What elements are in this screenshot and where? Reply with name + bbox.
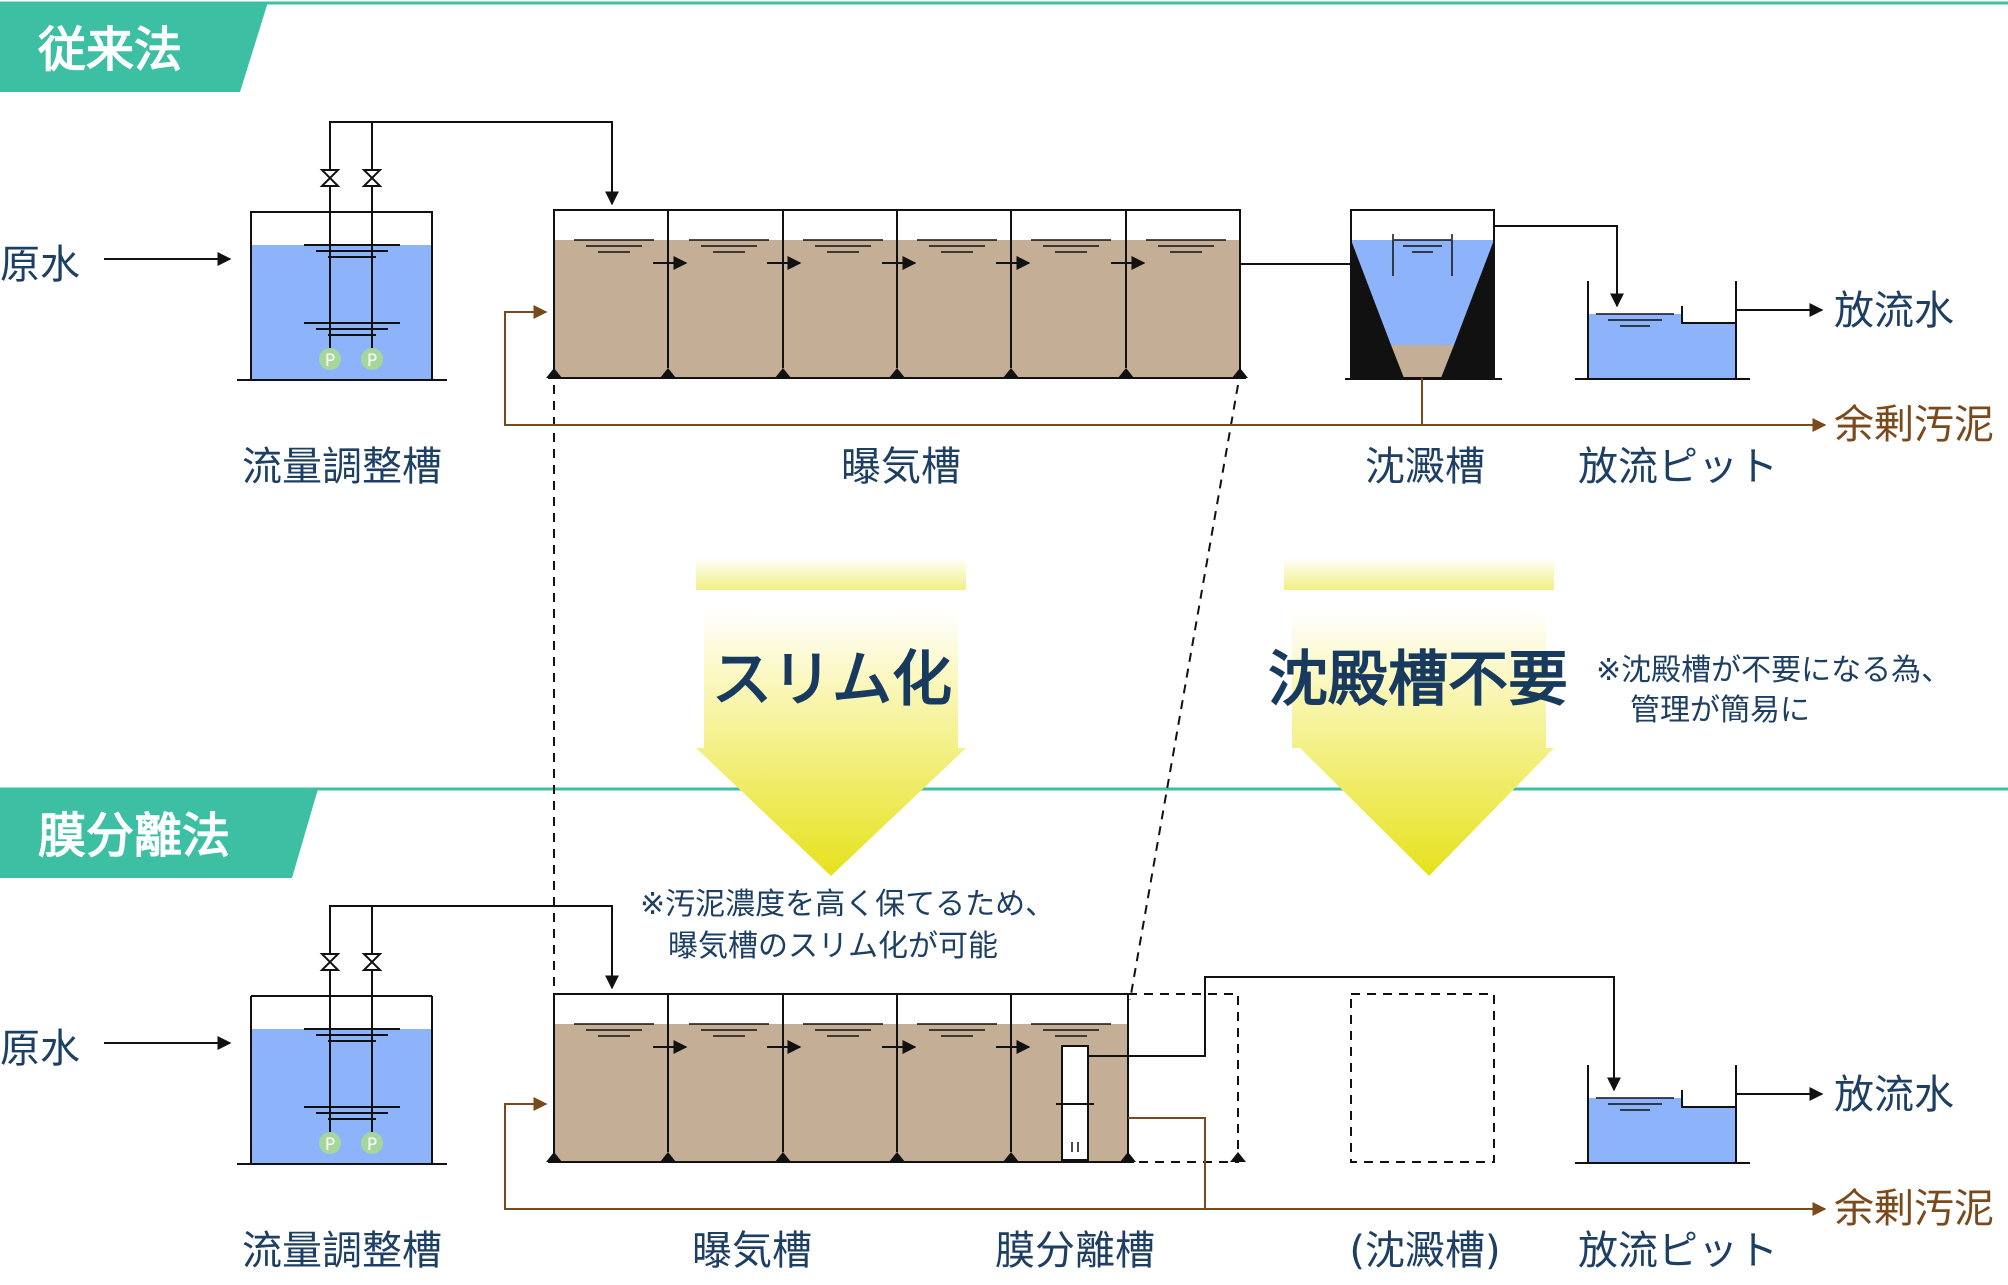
svg-text:P: P <box>325 1135 335 1155</box>
flow-adjustment-tank: P P <box>237 121 619 381</box>
excess-sludge-label: 余剰汚泥 <box>1834 402 1994 448</box>
sedimentation-note-line2: 管理が簡易に <box>1630 693 1810 728</box>
flow-adjustment-tank: P P <box>237 905 619 1165</box>
sludge-note-line2: 曝気槽のスリム化が可能 <box>668 929 998 964</box>
flow-adjustment-label: 流量調整槽 <box>242 1228 442 1274</box>
aeration-tank <box>546 209 1248 379</box>
sludge-note-line1: ※汚泥濃度を高く保てるため、 <box>640 887 1055 922</box>
aeration-label: 曝気槽 <box>692 1228 812 1274</box>
valve-icon <box>319 953 383 971</box>
slim-callout: スリム化 <box>712 645 952 715</box>
aeration-label: 曝気槽 <box>841 444 961 490</box>
removed-aeration-section <box>1128 993 1239 1163</box>
membrane-module-icon <box>1056 1045 1094 1161</box>
slim-arrow <box>696 558 966 876</box>
discharge-pit-label: 放流ピット <box>1578 1228 1778 1274</box>
slimming-guide-lines <box>553 384 1239 1001</box>
sludge-return-line <box>504 1097 1827 1216</box>
discharge-pit-label: 放流ピット <box>1578 444 1778 490</box>
discharge-pit <box>1575 1065 1824 1164</box>
pump-icon: P P <box>319 1132 383 1155</box>
sludge-return-line <box>504 305 1827 432</box>
svg-text:P: P <box>367 351 377 371</box>
aeration-tank <box>546 976 1621 1163</box>
excess-sludge-label: 余剰汚泥 <box>1834 1186 1994 1232</box>
conventional-header-tab <box>0 2 268 92</box>
discharge-water-label: 放流水 <box>1834 1072 1954 1118</box>
pump-icon: P P <box>319 348 383 371</box>
discharge-water-label: 放流水 <box>1834 288 1954 334</box>
valve-icon <box>319 169 383 187</box>
removed-diffuser-icon <box>1230 1152 1246 1162</box>
sedimentation-label: 沈澱槽 <box>1365 444 1485 490</box>
membrane-header-tab <box>0 789 318 878</box>
no-sedimentation-arrow <box>1284 558 1554 876</box>
membrane-title: 膜分離法 <box>38 808 230 864</box>
membrane-process: 原水 P P <box>0 905 1994 1274</box>
sedimentation-tank <box>1345 209 1624 380</box>
membrane-tank-label: 膜分離槽 <box>995 1228 1155 1274</box>
removed-sedimentation-tank <box>1350 993 1495 1163</box>
svg-text:P: P <box>325 351 335 371</box>
conventional-title: 従来法 <box>37 22 182 78</box>
flow-adjustment-label: 流量調整槽 <box>242 444 442 490</box>
sedimentation-note-line1: ※沈殿槽が不要になる為、 <box>1596 653 1951 688</box>
no-sedimentation-callout: 沈殿槽不要 <box>1268 645 1568 715</box>
raw-water-label: 原水 <box>0 242 80 288</box>
conventional-process: 原水 P P <box>0 121 1994 490</box>
sedimentation-label: (沈澱槽) <box>1349 1228 1500 1274</box>
svg-text:P: P <box>367 1135 377 1155</box>
discharge-pit <box>1575 281 1824 380</box>
raw-water-label: 原水 <box>0 1026 80 1072</box>
